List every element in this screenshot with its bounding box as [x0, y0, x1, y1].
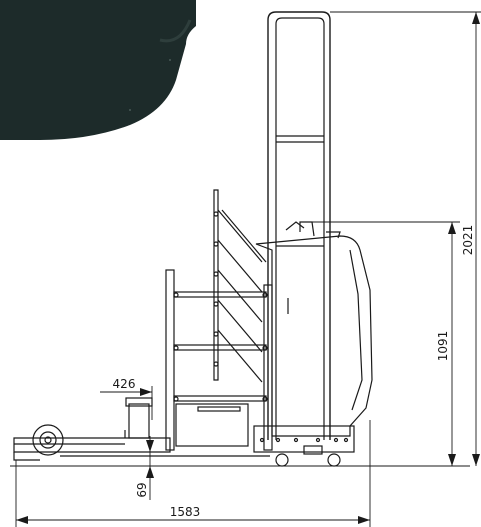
- dimension-lines: [15, 11, 481, 527]
- dim-cage-offset: 426: [113, 377, 136, 391]
- dim-ground-clearance: 69: [135, 482, 149, 497]
- dim-overall-length: 1583: [170, 505, 201, 519]
- dark-cover-shape: [0, 0, 196, 140]
- cage-frame: [165, 189, 273, 451]
- load-wheel: [32, 424, 64, 456]
- chassis: [13, 397, 270, 461]
- mast-frame: [267, 11, 331, 440]
- truck-outline: [10, 11, 470, 467]
- dim-platform-height: 1091: [436, 331, 450, 362]
- dim-overall-height: 2021: [461, 225, 475, 256]
- truck-body: [253, 221, 373, 467]
